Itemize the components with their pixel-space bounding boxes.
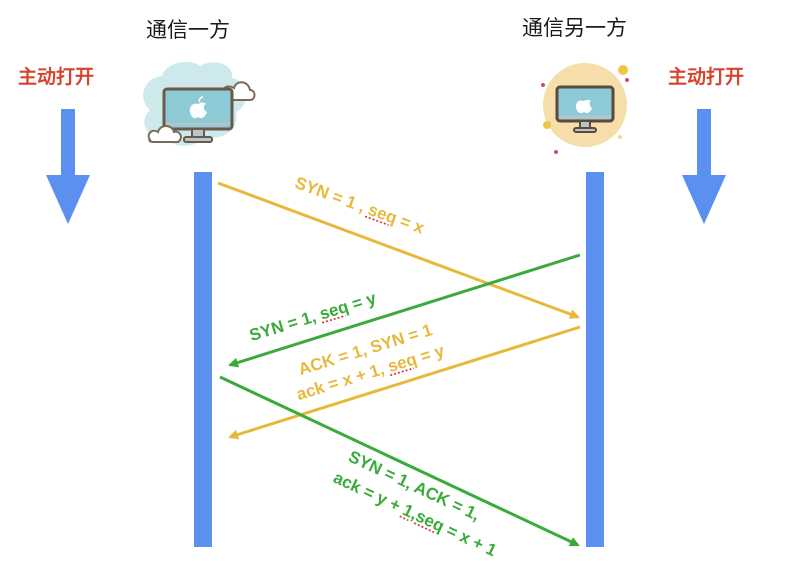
party-right-title: 通信另一方 xyxy=(522,16,627,40)
active-open-right-label: 主动打开 xyxy=(668,66,745,88)
message-line-syn-y xyxy=(228,253,581,368)
diagram-canvas xyxy=(46,61,726,547)
message-line-syn-x xyxy=(217,181,580,319)
computer-cloud-icon xyxy=(143,61,256,146)
message-line-ack-syn xyxy=(228,325,581,440)
timeline-right xyxy=(586,172,604,547)
computer-sun-icon xyxy=(541,63,629,154)
message-line-ack-final xyxy=(219,375,580,547)
timeline-left xyxy=(194,172,212,547)
down-arrow-icon-left xyxy=(46,109,90,224)
party-left-title: 通信一方 xyxy=(146,18,230,42)
down-arrow-icon-right xyxy=(682,109,726,224)
active-open-left-label: 主动打开 xyxy=(18,66,95,88)
